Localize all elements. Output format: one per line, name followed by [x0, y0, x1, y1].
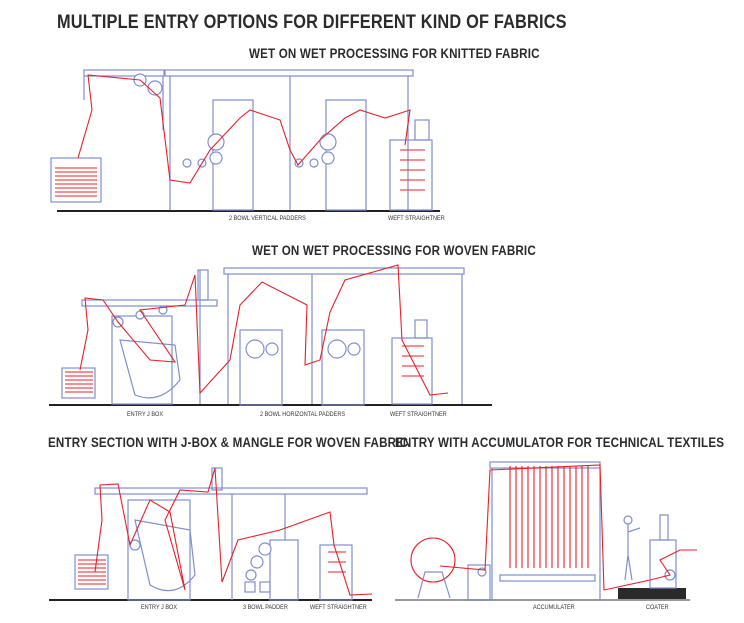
- panel-title-woven: WET ON WET PROCESSING FOR WOVEN FABRIC: [252, 243, 536, 258]
- weft-straightner-2: [391, 319, 433, 405]
- label-accumulater: ACCUMULATER: [533, 604, 575, 611]
- label-entry-j-box: ENTRY J BOX: [141, 604, 178, 611]
- fabric-roll-stand: [410, 537, 456, 599]
- entry-j-box: [94, 467, 368, 601]
- main-frame: [164, 69, 414, 210]
- fabric-trolley: [61, 367, 96, 399]
- accumulator-line: [395, 461, 697, 601]
- label-entry-j-box: ENTRY J BOX: [127, 411, 164, 418]
- fabric-trolley: [74, 554, 109, 590]
- label-weft-straightner: WEFT STRAIGHTNER: [310, 604, 367, 611]
- fabric-path: [94, 467, 373, 596]
- woven-fabric-line: [49, 264, 492, 406]
- label-weft-straightner: WEFT STRAIGHTNER: [388, 215, 445, 222]
- accumulator-festoon: [509, 466, 589, 568]
- 3-bowl-padder: [231, 494, 299, 601]
- coater-base: [618, 588, 686, 599]
- label-coater: COATER: [646, 604, 669, 611]
- jbox-mangle-line: [49, 467, 373, 601]
- let-off-unit: [467, 564, 491, 601]
- fabric-path: [79, 264, 449, 396]
- weft-straightner-1: [389, 119, 433, 211]
- accumulator: [489, 461, 601, 600]
- fabric-trolley: [50, 157, 102, 203]
- main-frame: [223, 267, 465, 404]
- label-weft-straightner: WEFT STRAIGHTNER: [390, 411, 447, 418]
- fabric-path: [77, 74, 411, 184]
- horizontal-padder-1: [239, 329, 283, 406]
- horizontal-padder-2: [321, 329, 365, 406]
- fabric-path: [439, 464, 697, 591]
- vertical-padder-2: [294, 99, 367, 211]
- weft-straightner-3: [319, 544, 353, 601]
- label-2-bowl-vertical-padders: 2 BOWL VERTICAL PADDERS: [229, 215, 306, 222]
- panel-title-accumulator: ENTRY WITH ACCUMULATOR FOR TECHNICAL TEX…: [395, 435, 725, 450]
- panel-title-jbox-mangle: ENTRY SECTION WITH J-BOX & MANGLE FOR WO…: [48, 435, 409, 450]
- panel-title-knitted: WET ON WET PROCESSING FOR KNITTED FABRIC: [249, 46, 540, 61]
- label-3-bowl-padder: 3 BOWL PADDER: [243, 604, 288, 611]
- entry-j-box: [81, 269, 218, 405]
- operator-figure: [623, 515, 641, 581]
- knitted-fabric-line: [50, 69, 440, 212]
- page-title: MULTIPLE ENTRY OPTIONS FOR DIFFERENT KIN…: [57, 12, 567, 33]
- label-2-bowl-horizontal-padders: 2 BOWL HORIZONTAL PADDERS: [260, 411, 346, 418]
- vertical-padder-1: [182, 99, 254, 211]
